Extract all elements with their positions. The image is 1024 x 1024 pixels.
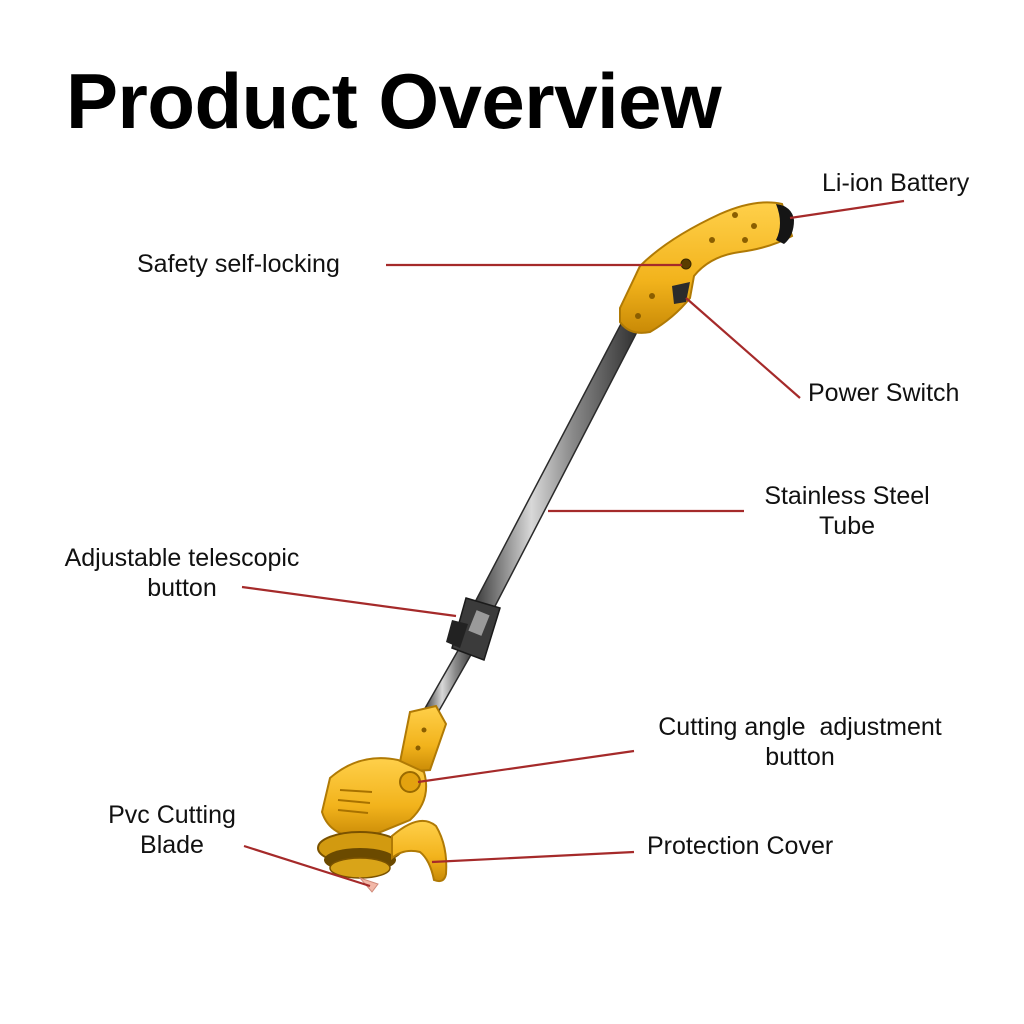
handle <box>619 201 794 334</box>
label-protection-cover: Protection Cover <box>647 832 834 860</box>
callout-stainless-steel-tube: Stainless Steel Tube <box>748 481 946 541</box>
leader-blade <box>243 844 371 888</box>
leader-cover <box>431 850 635 864</box>
leader-telescopic <box>241 585 457 618</box>
label-adjustable-telescopic-line1: Adjustable telescopic <box>64 544 300 572</box>
label-pvc-cutting-blade-line1: Pvc Cutting <box>108 801 236 829</box>
callout-adjustable-telescopic-button: Adjustable telescopic button <box>44 543 320 603</box>
leader-angle <box>417 749 635 784</box>
leader-battery <box>789 199 905 220</box>
stainless-steel-tube <box>422 321 640 717</box>
label-power-switch: Power Switch <box>808 379 960 407</box>
label-safety-self-locking: Safety self-locking <box>137 250 340 278</box>
label-adjustable-telescopic-line2: button <box>147 574 217 602</box>
callout-protection-cover: Protection Cover <box>647 831 833 861</box>
page-title: Product Overview <box>66 57 722 145</box>
callout-li-ion-battery: Li-ion Battery <box>822 168 969 198</box>
callout-power-switch: Power Switch <box>808 378 959 408</box>
label-stainless-steel-tube-line1: Stainless Steel <box>764 482 930 510</box>
telescopic-collar <box>446 597 501 661</box>
callout-safety-self-locking: Safety self-locking <box>137 249 340 279</box>
motor-head <box>317 757 428 879</box>
callout-cutting-angle-adjustment-button: Cutting angle adjustment button <box>632 712 968 772</box>
callout-pvc-cutting-blade: Pvc Cutting Blade <box>96 800 248 860</box>
leader-power <box>685 297 801 399</box>
protection-cover <box>391 819 448 883</box>
label-stainless-steel-tube-line2: Tube <box>818 512 876 540</box>
leader-lines <box>241 199 905 888</box>
label-li-ion-battery: Li-ion Battery <box>822 169 970 197</box>
motor-neck <box>396 704 448 774</box>
label-pvc-cutting-blade-line2: Blade <box>140 831 204 859</box>
label-cutting-angle-line2: button <box>765 743 835 771</box>
label-cutting-angle-line1: Cutting angle adjustment <box>658 713 942 741</box>
